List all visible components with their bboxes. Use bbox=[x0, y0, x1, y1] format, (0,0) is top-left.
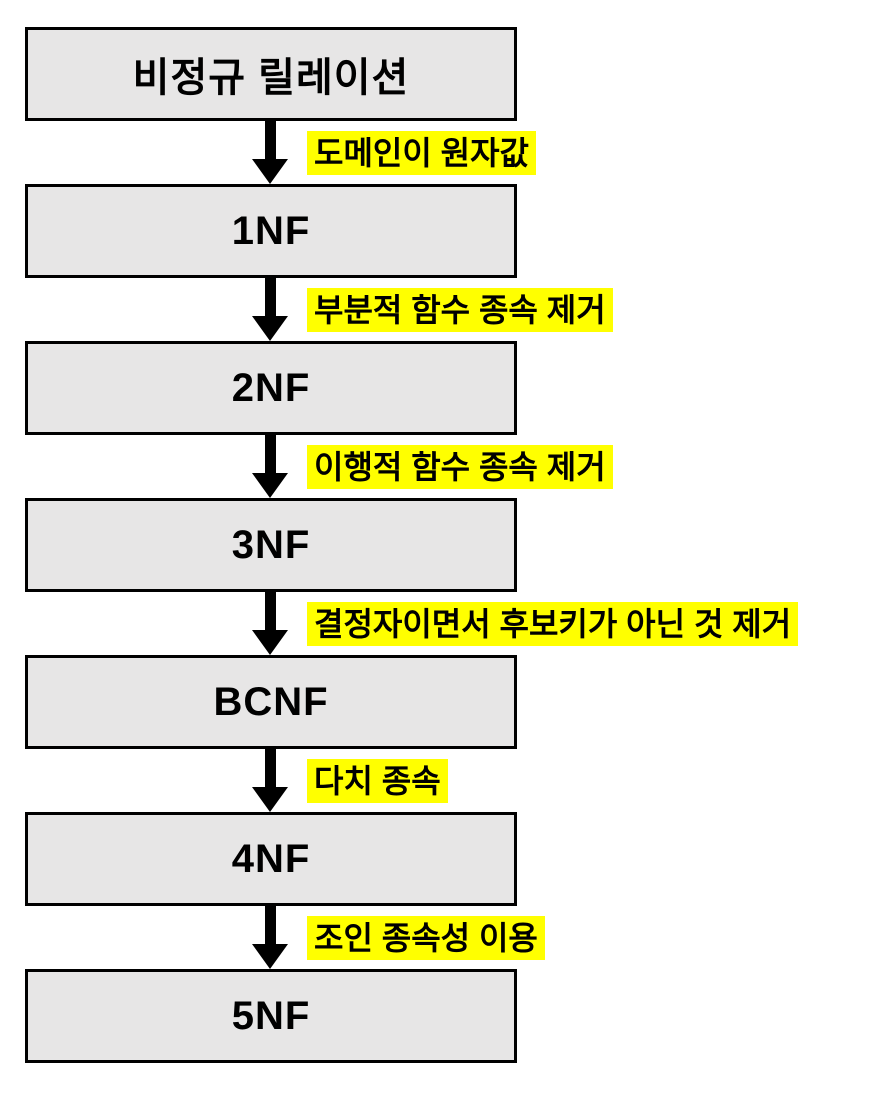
transition-condition-label: 다치 종속 bbox=[307, 758, 448, 803]
flow-box-label: 3NF bbox=[231, 522, 311, 567]
flow-box-3nf: 3NF bbox=[25, 498, 517, 592]
flow-box-bcnf: BCNF bbox=[25, 655, 517, 749]
transition-condition-label: 부분적 함수 종속 제거 bbox=[307, 287, 613, 332]
flow-box-label: 2NF bbox=[231, 365, 311, 410]
flow-connector-2: 부분적 함수 종속 제거 bbox=[25, 278, 865, 341]
down-arrow-icon bbox=[25, 435, 517, 498]
transition-condition-label: 결정자이면서 후보키가 아닌 것 제거 bbox=[307, 601, 799, 646]
flow-box-label: 4NF bbox=[231, 836, 311, 881]
transition-condition-label: 조인 종속성 이용 bbox=[307, 915, 545, 960]
flow-box-4nf: 4NF bbox=[25, 812, 517, 906]
flow-connector-6: 조인 종속성 이용 bbox=[25, 906, 865, 969]
down-arrow-icon bbox=[25, 278, 517, 341]
flow-box-label: 비정규 릴레이션 bbox=[132, 56, 410, 100]
flow-connector-5: 다치 종속 bbox=[25, 749, 865, 812]
flow-box-label: BCNF bbox=[213, 679, 329, 724]
down-arrow-icon bbox=[25, 906, 517, 969]
flow-box-5nf: 5NF bbox=[25, 969, 517, 1063]
flow-box-label: 5NF bbox=[231, 993, 311, 1038]
flow-box-label: 1NF bbox=[231, 208, 311, 253]
flow-box-2nf: 2NF bbox=[25, 341, 517, 435]
down-arrow-icon bbox=[25, 121, 517, 184]
flow-connector-4: 결정자이면서 후보키가 아닌 것 제거 bbox=[25, 592, 865, 655]
flow-column: 비정규 릴레이션 도메인이 원자값 1NF 부분적 함수 종속 제거 2NF 이… bbox=[25, 27, 865, 1063]
transition-condition-label: 도메인이 원자값 bbox=[307, 130, 536, 175]
transition-condition-label: 이행적 함수 종속 제거 bbox=[307, 444, 613, 489]
flow-connector-1: 도메인이 원자값 bbox=[25, 121, 865, 184]
flow-box-unnormalized-relation: 비정규 릴레이션 bbox=[25, 27, 517, 121]
flow-box-1nf: 1NF bbox=[25, 184, 517, 278]
down-arrow-icon bbox=[25, 592, 517, 655]
down-arrow-icon bbox=[25, 749, 517, 812]
flow-connector-3: 이행적 함수 종속 제거 bbox=[25, 435, 865, 498]
